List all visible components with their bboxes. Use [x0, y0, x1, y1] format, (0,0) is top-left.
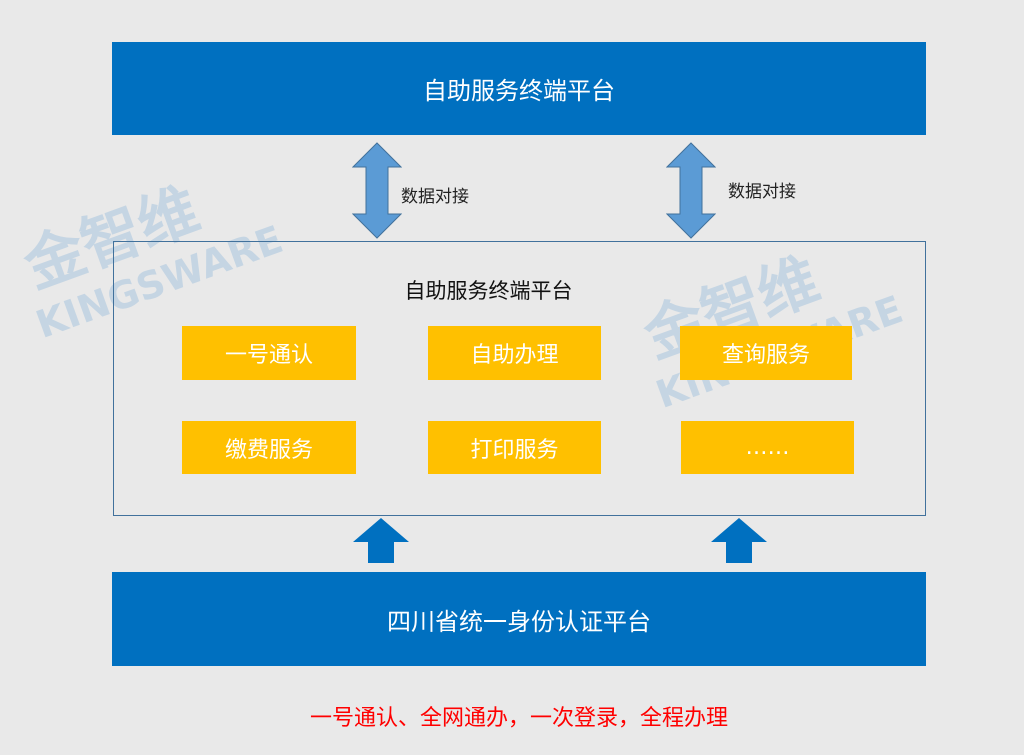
service-box: 自助办理	[428, 326, 601, 380]
service-label: 打印服务	[470, 437, 559, 463]
middle-platform-box	[113, 241, 926, 516]
up-arrow-icon	[353, 518, 409, 563]
middle-platform-title: 自助服务终端平台	[404, 279, 573, 303]
connection-label: 数据对接	[728, 182, 796, 202]
service-label: 查询服务	[721, 343, 810, 368]
service-box: 一号通认	[182, 326, 356, 380]
connection-label: 数据对接	[401, 187, 469, 207]
service-label: 自助办理	[470, 343, 559, 368]
top-platform-bar: 自助服务终端平台	[112, 42, 926, 135]
double-arrow-icon	[666, 142, 716, 239]
up-arrow-icon	[711, 518, 767, 563]
service-label: 缴费服务	[224, 437, 313, 463]
slogan: 一号通认、全网通办，一次登录，全程办理	[309, 706, 728, 731]
service-box: 缴费服务	[182, 421, 356, 474]
service-box: 查询服务	[680, 326, 852, 380]
top-platform-label: 自助服务终端平台	[423, 77, 615, 105]
service-box: 打印服务	[428, 421, 601, 474]
service-label: 一号通认	[224, 343, 313, 368]
double-arrow-icon	[352, 142, 402, 239]
service-box: ……	[681, 421, 854, 474]
bottom-platform-label: 四川省统一身份认证平台	[387, 607, 651, 636]
bottom-platform-bar: 四川省统一身份认证平台	[112, 572, 926, 666]
service-label: ……	[745, 435, 790, 460]
